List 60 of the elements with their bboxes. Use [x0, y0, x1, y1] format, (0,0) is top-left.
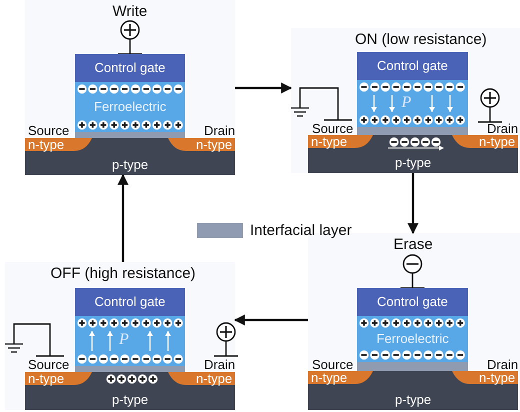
- terminal-label: Source: [312, 122, 354, 135]
- region-label: n-type: [196, 372, 232, 385]
- arrow: [118, 174, 128, 262]
- state-heading: OFF (high resistance): [50, 266, 196, 281]
- terminal-label: Drain: [204, 358, 236, 371]
- ferroelectric-layer: [75, 316, 185, 366]
- region-label: p-type: [395, 156, 432, 169]
- region-label: n-type: [479, 135, 516, 148]
- terminal-label: Source: [312, 358, 354, 371]
- arrow: [408, 173, 418, 234]
- control-gate-layer: [75, 288, 185, 316]
- n-type-region: [168, 138, 235, 151]
- layer-label: Ferroelectric: [376, 332, 449, 345]
- region-label: n-type: [28, 138, 64, 151]
- ferroelectric-layer: [357, 80, 468, 127]
- state-heading: ON (low resistance): [355, 32, 487, 47]
- control-gate-layer: [357, 288, 468, 316]
- state-heading: Write: [112, 4, 148, 19]
- region-label: n-type: [311, 135, 348, 148]
- terminal-label: Source: [28, 124, 70, 137]
- state-heading: Erase: [394, 237, 433, 252]
- substrate: [308, 135, 518, 173]
- device-panel: [5, 262, 235, 410]
- region-label: n-type: [28, 372, 64, 385]
- control-gate-layer: [75, 54, 185, 82]
- layer-label: Control gate: [94, 61, 166, 74]
- ferroelectric-layer: [357, 316, 468, 362]
- substrate: [308, 371, 518, 410]
- layer-label: Control gate: [377, 295, 448, 308]
- region-label: p-type: [112, 158, 148, 171]
- layer-label: Control gate: [94, 295, 166, 308]
- arrow: [235, 82, 292, 94]
- n-type-region: [308, 135, 373, 148]
- terminal-label: Drain: [204, 124, 236, 137]
- terminal-label: Source: [28, 358, 70, 371]
- layer-label: Ferroelectric: [94, 100, 166, 113]
- region-label: p-type: [112, 393, 148, 406]
- n-type-region: [168, 372, 235, 385]
- layer-label: Control gate: [377, 59, 448, 72]
- substrate: [25, 138, 235, 175]
- region-label: p-type: [395, 393, 432, 406]
- substrate: [25, 372, 235, 410]
- arrow: [234, 314, 308, 326]
- region-label: n-type: [196, 138, 232, 151]
- layer-label: P⃗: [402, 94, 424, 110]
- n-type-region: [25, 372, 92, 385]
- terminal-label: Drain: [487, 122, 518, 135]
- region-label: n-type: [311, 371, 348, 384]
- legend-label: Interfacial layer: [250, 223, 352, 238]
- n-type-region: [308, 371, 373, 384]
- region-label: n-type: [479, 371, 516, 384]
- n-type-region: [452, 371, 518, 384]
- n-type-region: [452, 135, 518, 148]
- layer-label: P⃗: [119, 332, 142, 348]
- control-gate-layer: [357, 52, 468, 80]
- terminal-label: Drain: [487, 358, 518, 371]
- device-panel: [291, 28, 520, 173]
- ferroelectric-layer: [75, 82, 185, 132]
- n-type-region: [25, 138, 92, 151]
- device-panel: [25, 0, 235, 175]
